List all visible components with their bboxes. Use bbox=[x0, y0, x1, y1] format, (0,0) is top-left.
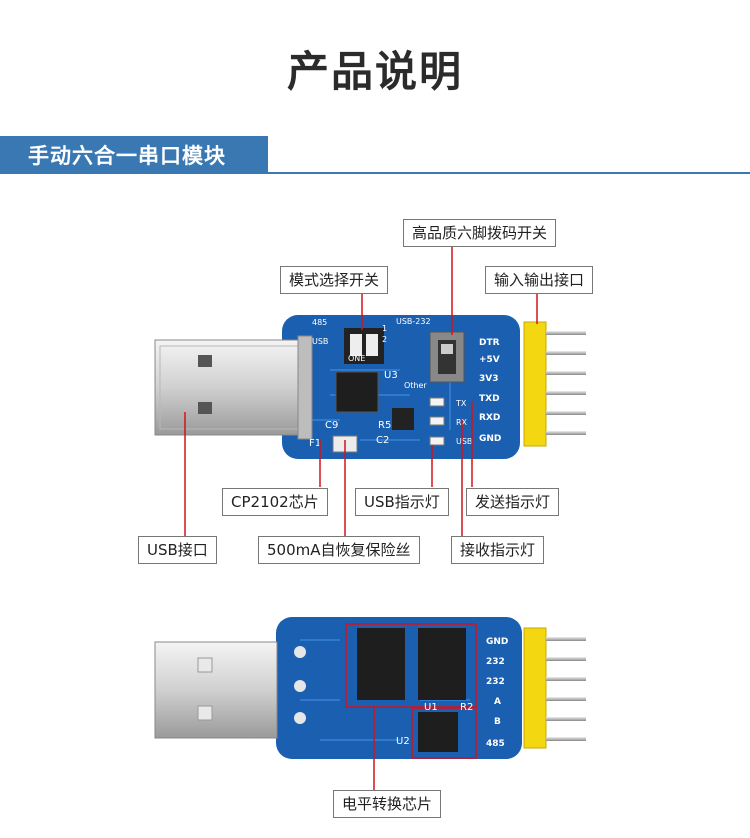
section-divider bbox=[0, 172, 750, 174]
silk-u2: U2 bbox=[396, 736, 410, 747]
top-module: 485 USB USB-232 ONE 1 2 Other U3 C9 F1 R… bbox=[154, 315, 586, 459]
silk-pin-6: GND bbox=[479, 434, 501, 444]
label-level-chip: 电平转换芯片 bbox=[333, 790, 442, 818]
silk-tx: TX bbox=[455, 399, 467, 408]
silk-c9: C9 bbox=[325, 420, 338, 431]
silk-r2: R2 bbox=[460, 702, 473, 713]
silk-c2: C2 bbox=[376, 435, 389, 446]
top-pin-header bbox=[523, 321, 586, 447]
silk-on: ONE bbox=[348, 354, 365, 363]
dip-switch bbox=[429, 331, 465, 383]
silk-r5: R5 bbox=[378, 420, 391, 431]
bottom-module: GND 232 232 A B 485 U1 U2 R2 bbox=[154, 617, 586, 790]
label-fuse: 500mA自恢复保险丝 bbox=[258, 536, 420, 564]
silk-pin-4: TXD bbox=[479, 394, 500, 404]
silk-usb232: USB-232 bbox=[396, 317, 431, 326]
silk-b-pin-4: A bbox=[494, 697, 501, 707]
label-rx-led: 接收指示灯 bbox=[451, 536, 545, 564]
section-title: 手动六合一串口模块 bbox=[28, 144, 226, 168]
silk-485: 485 bbox=[312, 318, 327, 327]
section-banner: 手动六合一串口模块 bbox=[0, 136, 268, 172]
rx-led-graphic bbox=[429, 416, 445, 426]
usb-a-connector-bottom bbox=[154, 641, 278, 739]
cp2102-chip-graphic bbox=[335, 371, 379, 413]
silk-pin-2: +5V bbox=[479, 355, 500, 365]
level-chip-graphic-2 bbox=[418, 628, 466, 700]
silk-other: Other bbox=[404, 381, 427, 390]
usb-a-connector bbox=[154, 335, 313, 440]
silk-b-pin-6: 485 bbox=[486, 739, 505, 749]
label-tx-led: 发送指示灯 bbox=[466, 488, 560, 516]
silk-u1: U1 bbox=[424, 702, 438, 713]
label-mode-switch: 模式选择开关 bbox=[280, 266, 389, 294]
silk-b-pin-5: B bbox=[494, 717, 501, 727]
silk-pin-1: DTR bbox=[479, 338, 500, 348]
level-chip-graphic-3 bbox=[418, 712, 458, 752]
silk-f1: F1 bbox=[309, 438, 321, 449]
silk-pin-3: 3V3 bbox=[479, 374, 499, 384]
usb-led-graphic bbox=[429, 436, 445, 446]
silk-n1: 1 bbox=[382, 324, 387, 333]
label-usb-port: USB接口 bbox=[138, 536, 217, 564]
silk-u3: U3 bbox=[384, 370, 398, 381]
label-dip-switch: 高品质六脚拨码开关 bbox=[403, 219, 557, 247]
silk-b-pin-2: 232 bbox=[486, 657, 505, 667]
tx-led-graphic bbox=[429, 397, 445, 407]
label-usb-led: USB指示灯 bbox=[355, 488, 449, 516]
label-io-header: 输入输出接口 bbox=[485, 266, 594, 294]
silk-usb-led: USB bbox=[456, 437, 472, 446]
silk-pin-5: RXD bbox=[479, 413, 500, 423]
mode-switch bbox=[344, 328, 384, 364]
page-title: 产品说明 bbox=[286, 47, 463, 96]
pointer-lines-top bbox=[184, 245, 538, 537]
silk-usb: USB bbox=[312, 337, 328, 346]
level-chip-graphic-1 bbox=[357, 628, 405, 700]
silk-n2: 2 bbox=[382, 335, 387, 344]
bottom-pin-header bbox=[523, 627, 586, 749]
label-cp2102: CP2102芯片 bbox=[222, 488, 328, 516]
silk-b-pin-3: 232 bbox=[486, 677, 505, 687]
silk-b-pin-1: GND bbox=[486, 637, 508, 647]
